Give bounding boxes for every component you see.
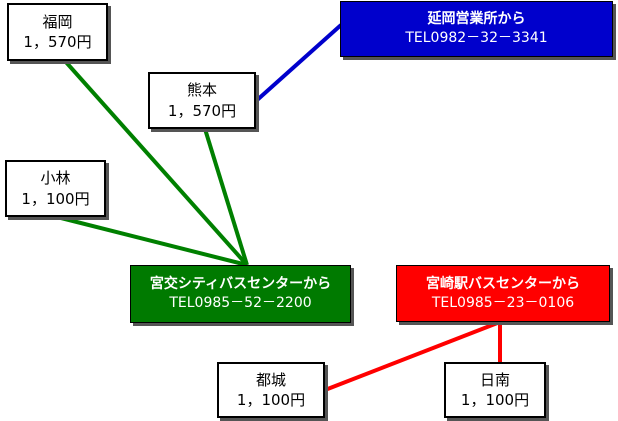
line-kumamoto-miyako bbox=[203, 128, 249, 266]
destination-fare: 1，100円 bbox=[21, 189, 90, 208]
destination-fare: 1，570円 bbox=[23, 33, 92, 51]
office-box-miyazaki-station: 宮崎駅バスセンターから TEL0985－23－0106 bbox=[396, 265, 610, 322]
destination-fare: 1，570円 bbox=[167, 101, 237, 120]
office-label: 宮交シティバスセンターから bbox=[149, 276, 332, 293]
line-miyakonojo-miyazaki bbox=[324, 320, 501, 392]
destination-box-nichinan: 日南 1，100円 bbox=[444, 362, 546, 418]
destination-name: 日南 bbox=[479, 370, 510, 389]
destination-name: 小林 bbox=[40, 169, 71, 188]
destination-box-kumamoto: 熊本 1，570円 bbox=[148, 72, 256, 129]
destination-box-kobayashi: 小林 1，100円 bbox=[5, 160, 106, 217]
office-label: 延岡営業所から bbox=[427, 11, 526, 28]
destination-name: 福岡 bbox=[42, 12, 73, 31]
line-fukuoka-miyako bbox=[63, 59, 249, 267]
destination-box-fukuoka: 福岡 1，570円 bbox=[7, 3, 108, 61]
destination-box-miyakonojo: 都城 1，100円 bbox=[217, 362, 325, 418]
line-kumamoto-nobeoka bbox=[254, 23, 343, 103]
destination-name: 熊本 bbox=[186, 81, 217, 100]
destination-fare: 1，100円 bbox=[236, 391, 306, 409]
office-tel: TEL0982－32－3341 bbox=[405, 30, 548, 46]
office-label: 宮崎駅バスセンターから bbox=[426, 275, 580, 292]
office-tel: TEL0985－52－2200 bbox=[169, 295, 312, 311]
office-tel: TEL0985－23－0106 bbox=[431, 294, 575, 311]
line-kobayashi-miyako bbox=[56, 215, 248, 267]
destination-fare: 1，100円 bbox=[460, 391, 530, 409]
office-box-miyako-city: 宮交シティバスセンターから TEL0985－52－2200 bbox=[130, 265, 351, 323]
office-box-nobeoka: 延岡営業所から TEL0982－32－3341 bbox=[340, 1, 613, 57]
destination-name: 都城 bbox=[255, 370, 286, 389]
